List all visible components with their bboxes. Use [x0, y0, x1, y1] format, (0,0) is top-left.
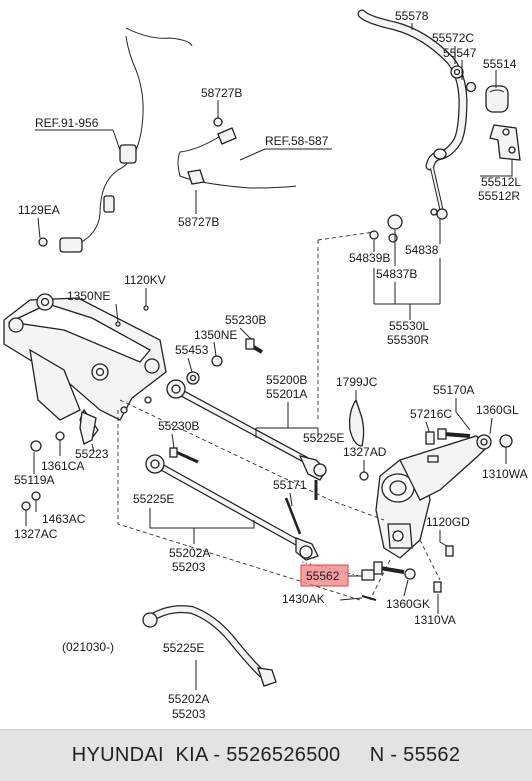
label-55119a: 55119A	[14, 473, 54, 487]
stabilizer-link	[369, 167, 448, 243]
label-58727b-top: 58727B	[201, 86, 242, 100]
label-55202a-b: 55202A	[168, 692, 209, 706]
label-55170a: 55170A	[433, 383, 474, 397]
label-55547: 55547	[443, 46, 477, 60]
label-1310wa: 1310WA	[482, 467, 528, 481]
label-55530r: 55530R	[387, 333, 429, 347]
label-1120gd: 1120GD	[426, 515, 470, 529]
label-1350ne-b: 1350NE	[194, 328, 237, 342]
label-1360gk: 1360GK	[386, 597, 430, 611]
bracket-55223	[79, 411, 97, 445]
label-1327ad: 1327AD	[343, 445, 387, 459]
label-55225e-a: 55225E	[303, 431, 344, 445]
ref-58-587: REF.58-587	[265, 134, 329, 148]
brake-hose-bracket	[348, 398, 365, 447]
label-55562: 55562	[306, 569, 340, 583]
nut-55562	[361, 569, 375, 581]
lower-arm-55170a	[399, 434, 492, 501]
label-55578: 55578	[395, 9, 429, 23]
ref-91-956: REF.91-956	[35, 116, 99, 130]
label-021030: (021030-)	[62, 640, 114, 654]
label-55225e-b: 55225E	[133, 492, 174, 506]
label-55203-a: 55203	[172, 560, 206, 574]
rear-suspension-exploded-diagram: 55578 55572C 55547 55514 55512L 55512R R…	[3, 9, 528, 721]
label-55230b-a: 55230B	[225, 313, 266, 327]
label-55201a: 55201A	[266, 387, 307, 401]
label-55514: 55514	[483, 57, 517, 71]
wheel-speed-sensor-cable	[38, 27, 193, 253]
label-55203-b: 55203	[172, 707, 206, 721]
label-1360gl: 1360GL	[476, 403, 519, 417]
bolt-1360gl	[437, 428, 471, 440]
label-55230b-b: 55230B	[158, 419, 199, 433]
label-55171: 55171	[273, 478, 307, 492]
label-1327ac: 1327AC	[14, 527, 58, 541]
bolt-55230b-lower	[169, 447, 199, 464]
stabilizer-bushing	[450, 65, 509, 113]
label-55225e-c: 55225E	[163, 641, 204, 655]
bolt-55230b	[245, 338, 264, 354]
label-55453: 55453	[175, 343, 209, 357]
label-1120kv: 1120KV	[124, 273, 166, 287]
label-55530l: 55530L	[389, 319, 429, 333]
label-1799jc: 1799JC	[336, 375, 378, 389]
label-1361ca: 1361CA	[41, 459, 84, 473]
label-57216c: 57216C	[410, 407, 452, 421]
brake-hose-assembly	[177, 117, 297, 189]
lower-arm-alt-55202a	[142, 605, 277, 687]
label-55512l: 55512L	[481, 175, 521, 189]
stabilizer-bracket	[489, 124, 521, 161]
label-55572c: 55572C	[432, 31, 474, 45]
label-1430ak: 1430AK	[282, 592, 325, 606]
footer-part-numbers: HYUNDAI KIA - 5526526500 N - 55562	[0, 729, 532, 781]
label-58727b-bottom: 58727B	[178, 215, 219, 229]
label-1463ac: 1463AC	[42, 512, 86, 526]
stabilizer-bar	[357, 9, 468, 171]
label-55223: 55223	[75, 447, 109, 461]
upper-arm-55200b	[166, 379, 327, 500]
label-55200b: 55200B	[266, 373, 307, 387]
label-55512r: 55512R	[478, 189, 520, 203]
lower-arm-55202a	[145, 454, 319, 561]
label-54837b: 54837B	[376, 267, 417, 281]
bolt-1360gk	[373, 561, 405, 575]
label-55202a-a: 55202A	[169, 546, 210, 560]
label-1350ne-a: 1350NE	[67, 289, 110, 303]
label-1129ea: 1129EA	[18, 203, 60, 217]
label-54838: 54838	[405, 243, 439, 257]
label-54839b: 54839B	[349, 251, 390, 265]
label-1310va: 1310VA	[414, 613, 456, 627]
